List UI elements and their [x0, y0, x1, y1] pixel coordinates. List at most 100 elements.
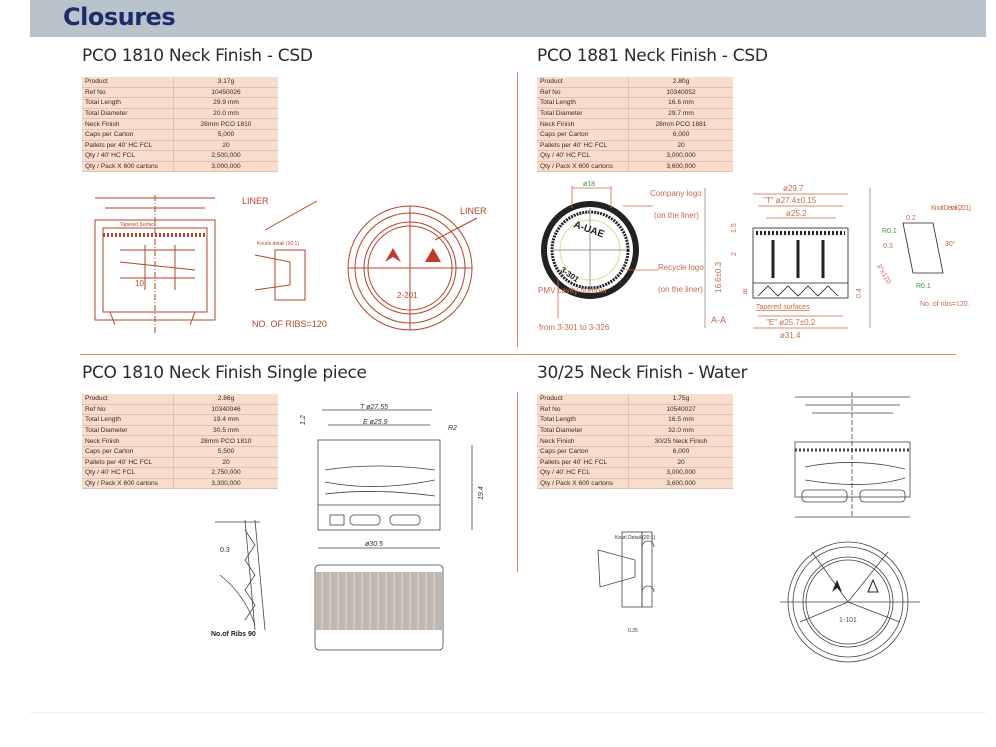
spec-value: 10540027: [628, 404, 733, 416]
spec-value: 28mm PCO 1810: [173, 118, 278, 130]
vertical-divider-top: [517, 72, 518, 347]
section-title-pco1810-single: PCO 1810 Neck Finish Single piece: [82, 363, 367, 383]
tapered-surfaces-label: Tapered surfaces: [756, 304, 810, 311]
spec-label: Total Length: [82, 97, 174, 109]
cavity-range-label: from 3-301 to 3-326: [539, 323, 610, 332]
dim-d314: ø31.4: [780, 331, 801, 340]
spec-label: Total Length: [537, 97, 629, 109]
spec-value: 16.6 mm: [628, 97, 733, 109]
spec-label: Qty / 40' HC FCL: [82, 150, 174, 162]
page-title: Closures: [63, 3, 176, 31]
spec-value: 1.75g: [628, 394, 733, 405]
tapered-surface-label: Tapered Surface: [120, 222, 157, 228]
spec-label: Qty / Pack X 600 cartons: [82, 161, 174, 173]
knurl-detail-label: Knurls detail (20:1): [257, 241, 299, 247]
spec-value: 5,500: [173, 446, 278, 458]
spec-label: Qty / Pack X 600 cartons: [82, 478, 174, 490]
dim-0-3: 0.3: [220, 547, 230, 554]
dim-d305: ø30.5: [365, 541, 383, 548]
dim-0-4: 0.4: [856, 288, 863, 298]
section-title-pco1881-csd: PCO 1881 Neck Finish - CSD: [537, 46, 768, 66]
spec-label: Product: [82, 77, 174, 88]
spec-label: Product: [537, 394, 629, 405]
spec-label: Qty / Pack X 600 cartons: [537, 161, 629, 173]
spec-value: 3,300,000: [173, 478, 278, 490]
spec-label: Caps per Carton: [82, 446, 174, 458]
spec-value: 20: [173, 140, 278, 152]
spec-value: 19.4 mm: [173, 414, 278, 426]
dim-d252: ø25.2: [786, 209, 807, 218]
water-finish-drawing: Knurl Detail (20:1) 0.35 1-101: [597, 392, 920, 663]
spec-label: Pallets per 40' HC FCL: [82, 140, 174, 152]
knurl-detail-label: Knurl Detail (20:1): [931, 205, 971, 212]
spec-label: Total Diameter: [537, 108, 629, 120]
spec-value: 30.5 mm: [173, 425, 278, 437]
header-band: Closures: [30, 0, 986, 37]
radius-label: R0.1: [916, 283, 931, 290]
spec-label: Pallets per 40' HC FCL: [537, 140, 629, 152]
spec-label: Caps per Carton: [82, 129, 174, 141]
spec-value: 2,500,000: [173, 150, 278, 162]
spec-label: Qty / Pack X 600 cartons: [537, 478, 629, 490]
knurl-ribs: [321, 572, 435, 630]
diameter-label: ø18: [583, 181, 595, 188]
dim-3x120: 3°x120: [875, 262, 893, 285]
spec-value: 28mm PCO 1881: [628, 118, 733, 130]
ribs-count-label: NO. OF RIBS=120: [252, 319, 327, 329]
on-liner-label: (on the liner): [658, 285, 703, 294]
dim-t274: "T" ø27.4±0.15: [763, 196, 817, 205]
dim-0-3: 0.3: [883, 243, 893, 250]
pco1810-csd-drawing: LINER LINER Tapered Surface Knurls detai…: [94, 195, 487, 335]
dim-e259: E ø25.9: [363, 419, 388, 426]
liner-label: LINER: [460, 206, 487, 216]
horizontal-divider: [80, 354, 956, 355]
spec-label: Total Diameter: [537, 425, 629, 437]
recycle-icon: [425, 248, 441, 262]
knurled-cap-band: [316, 572, 442, 630]
spec-label: Total Length: [537, 414, 629, 426]
spec-label: Product: [537, 77, 629, 88]
spec-value: 10340052: [628, 87, 733, 99]
spec-value: 20: [628, 457, 733, 469]
spec-label: Qty / 40' HC FCL: [537, 150, 629, 162]
spec-value: 3,000,000: [173, 161, 278, 173]
company-logo-label: Company logo: [650, 189, 702, 198]
spec-value: 10340046: [173, 404, 278, 416]
spec-value: 32.0 mm: [628, 425, 733, 437]
company-logo-icon: [385, 248, 401, 262]
ribs-count-label: No.of Ribs 90: [211, 631, 256, 638]
pmv-cavity-label: PMV cavity number: [538, 286, 608, 295]
spec-label: Ref No: [537, 404, 629, 416]
spec-value: 5,000: [173, 129, 278, 141]
spec-value: 29.7 mm: [628, 108, 733, 120]
dim-b: B: [743, 289, 748, 296]
liner-label: LINER: [242, 196, 269, 206]
spec-value: 20: [628, 140, 733, 152]
spec-value: 20: [173, 457, 278, 469]
spec-label: Pallets per 40' HC FCL: [537, 457, 629, 469]
